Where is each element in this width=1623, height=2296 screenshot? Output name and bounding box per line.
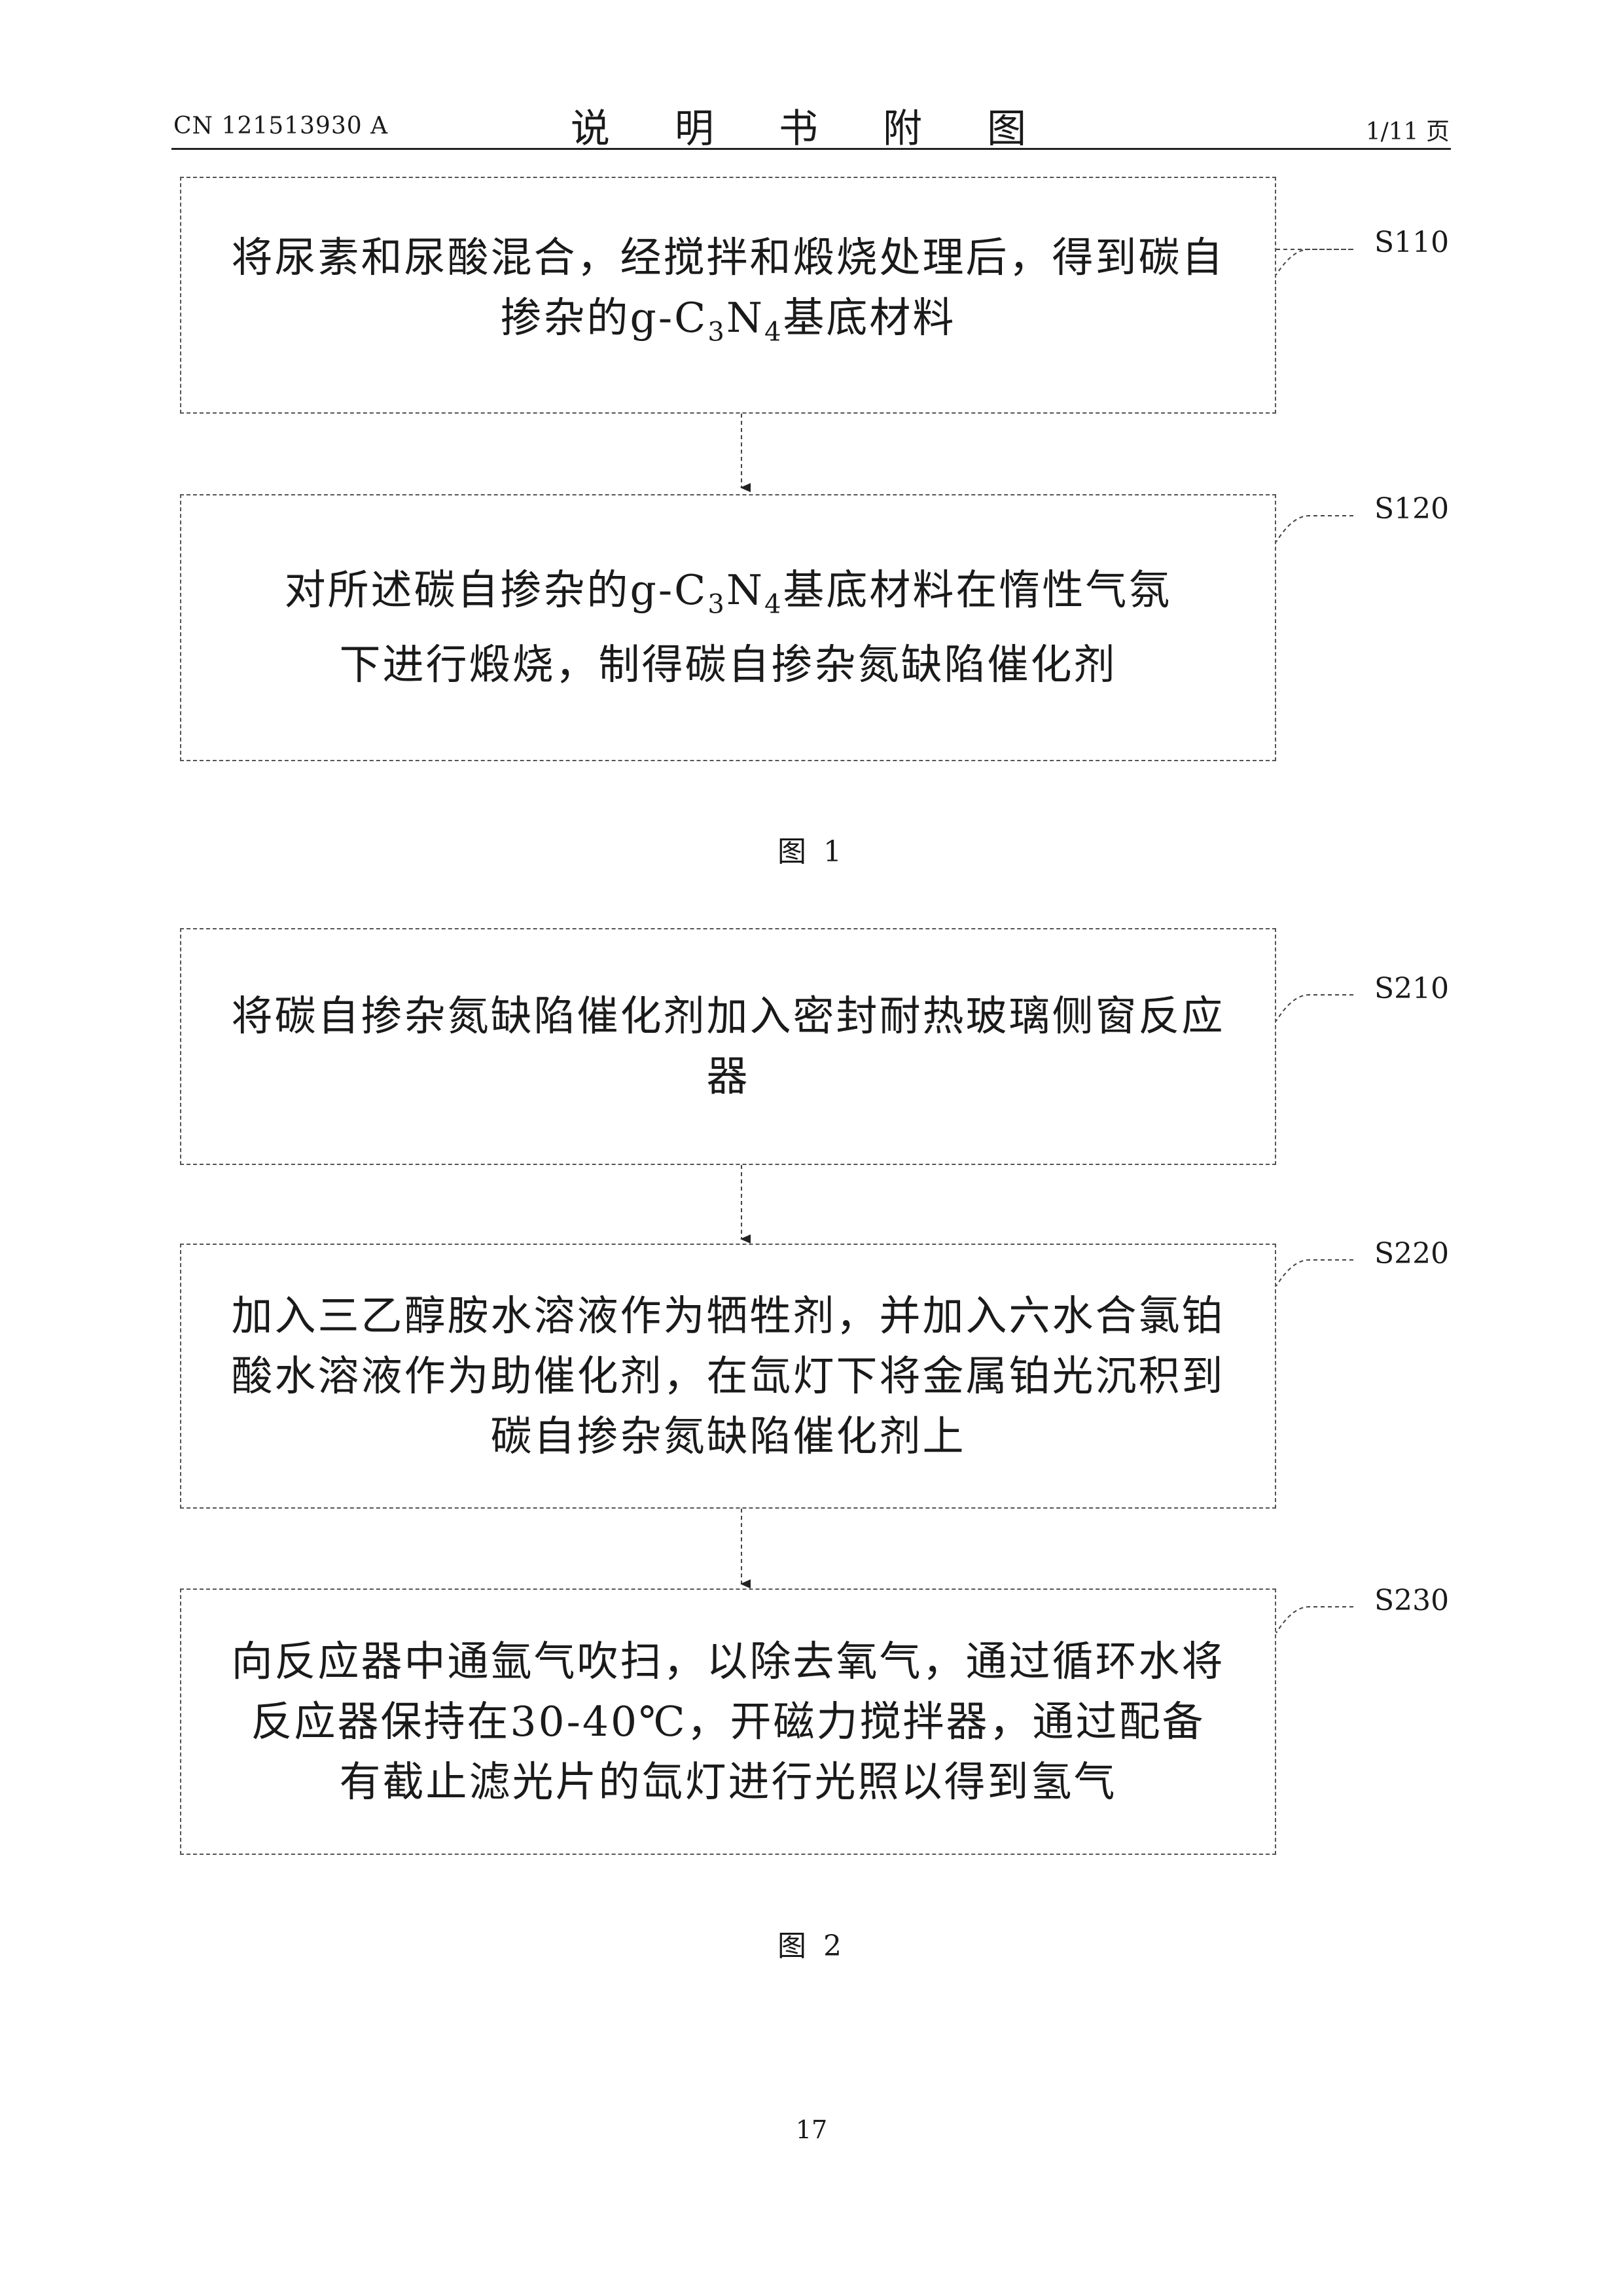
step-label-s220: S220 [1374,1237,1449,1270]
step-label-s230: S230 [1374,1584,1449,1617]
step-box-s110: 将尿素和尿酸混合，经搅拌和煅烧处理后，得到碳自 掺杂的g-C3N4基底材料 [180,177,1276,414]
step-box-s210: 将碳自掺杂氮缺陷催化剂加入密封耐热玻璃侧窗反应 器 [180,928,1276,1165]
step-text-s230: 向反应器中通氩气吹扫，以除去氧气，通过循环水将 反应器保持在30-40℃，开磁力… [219,1632,1238,1812]
step-text-s220: 加入三乙醇胺水溶液作为牺牲剂，并加入六水合氯铂 酸水溶液作为助催化剂，在氙灯下将… [219,1286,1238,1467]
figure-1-caption: 图 1 [0,828,1623,870]
step-label-s110: S110 [1374,226,1449,259]
step-box-s220: 加入三乙醇胺水溶液作为牺牲剂，并加入六水合氯铂 酸水溶液作为助催化剂，在氙灯下将… [180,1244,1276,1509]
step-label-s210: S210 [1374,972,1449,1005]
page-number: 17 [0,2115,1623,2144]
step-text-s120: 对所述碳自掺杂的g-C3N4基底材料在惰性气氛 下进行煅烧，制得碳自掺杂氮缺陷催… [272,560,1185,695]
figure-2-caption: 图 2 [0,1922,1623,1964]
step-box-s230: 向反应器中通氩气吹扫，以除去氧气，通过循环水将 反应器保持在30-40℃，开磁力… [180,1588,1276,1855]
step-text-s110: 将尿素和尿酸混合，经搅拌和煅烧处理后，得到碳自 掺杂的g-C3N4基底材料 [219,228,1238,363]
step-box-s120: 对所述碳自掺杂的g-C3N4基底材料在惰性气氛 下进行煅烧，制得碳自掺杂氮缺陷催… [180,494,1276,761]
step-label-s120: S120 [1374,492,1449,526]
step-text-s210: 将碳自掺杂氮缺陷催化剂加入密封耐热玻璃侧窗反应 器 [219,986,1238,1107]
